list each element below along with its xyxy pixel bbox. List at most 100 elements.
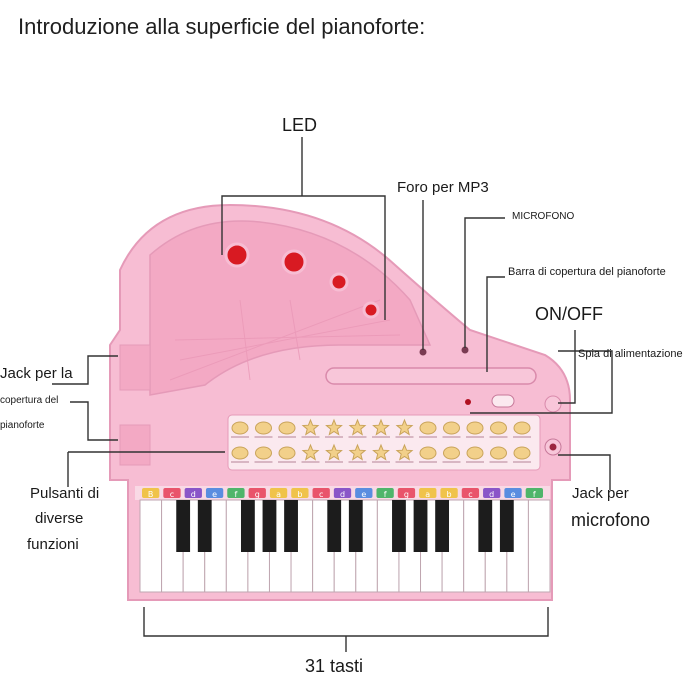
lid-recess	[149, 220, 432, 396]
function-button	[443, 446, 460, 460]
button-caption	[489, 461, 508, 463]
round-knob	[544, 395, 562, 413]
function-panel	[227, 414, 541, 471]
function-button	[490, 446, 507, 460]
note-tab	[227, 488, 245, 498]
note-letter: f	[384, 490, 387, 499]
note-letter: f	[533, 490, 536, 499]
black-key	[499, 500, 514, 552]
function-button	[513, 421, 531, 435]
callout-lines	[52, 137, 613, 652]
side-slot-lower	[119, 424, 151, 466]
button-caption	[301, 436, 320, 438]
black-key	[413, 500, 428, 552]
note-letter: g	[255, 490, 260, 499]
note-tab	[483, 488, 501, 498]
black-key	[327, 500, 342, 552]
note-tab	[163, 488, 181, 498]
button-caption	[419, 436, 437, 438]
button-caption	[395, 436, 414, 438]
function-button	[301, 418, 320, 436]
note-letter: d	[340, 490, 345, 499]
mp3-hole	[419, 348, 427, 356]
note-tab	[312, 488, 330, 498]
side-slot-upper	[119, 344, 151, 391]
label-buttons-line2: diverse	[35, 510, 84, 527]
button-caption	[442, 436, 461, 438]
note-tab	[525, 488, 543, 498]
piano-keys	[139, 499, 551, 593]
function-button	[325, 418, 343, 436]
black-key	[176, 500, 191, 552]
cover-bar	[325, 367, 537, 385]
black-key	[478, 500, 493, 552]
function-button	[466, 421, 484, 435]
label-power-indicator: Spia di alimentazione	[578, 348, 683, 360]
label-buttons-line3: funzioni	[27, 536, 79, 553]
button-caption	[395, 461, 414, 463]
function-button	[395, 418, 414, 436]
button-caption	[442, 461, 461, 463]
function-button	[419, 446, 437, 460]
white-key	[527, 499, 551, 593]
function-button	[325, 443, 343, 461]
label-mic-jack-line2: microfono	[571, 510, 651, 530]
black-key	[435, 500, 450, 552]
button-caption	[466, 436, 484, 438]
note-letter: d	[191, 490, 196, 499]
function-button	[255, 446, 272, 460]
button-caption	[254, 461, 273, 463]
page-title: Introduzione alla superficie del pianofo…	[18, 14, 426, 39]
button-caption	[231, 436, 249, 438]
label-jack-cover-line2: copertura del	[0, 395, 59, 406]
note-tab	[440, 488, 458, 498]
note-letter: c	[170, 490, 174, 499]
label-onoff: ON/OFF	[535, 304, 603, 324]
note-tab	[355, 488, 373, 498]
white-key	[139, 499, 163, 593]
note-letter: e	[361, 490, 366, 499]
note-tab	[291, 488, 309, 498]
label-led: LED	[282, 115, 318, 135]
function-button	[231, 421, 249, 435]
function-button	[466, 446, 484, 460]
button-caption	[466, 461, 484, 463]
note-letter: B	[148, 490, 154, 499]
function-button	[395, 443, 414, 461]
function-button	[443, 421, 460, 435]
function-button	[278, 421, 296, 435]
note-letter: e	[212, 490, 217, 499]
function-button	[513, 446, 531, 460]
button-caption	[231, 461, 249, 463]
note-tab	[333, 488, 352, 498]
function-button	[348, 443, 367, 461]
note-letter: e	[511, 490, 516, 499]
note-letter: a	[276, 490, 281, 499]
function-button	[255, 421, 272, 435]
button-caption	[254, 436, 273, 438]
note-letter: a	[425, 490, 430, 499]
note-tab	[419, 488, 437, 498]
note-letter: c	[468, 490, 472, 499]
note-letter: g	[404, 490, 409, 499]
black-key	[284, 500, 298, 552]
note-tab	[184, 488, 202, 498]
button-caption	[513, 436, 531, 438]
function-buttons	[231, 418, 531, 463]
function-button	[278, 446, 296, 460]
note-tab	[269, 488, 288, 498]
black-key	[197, 500, 212, 552]
button-caption	[372, 436, 390, 438]
label-buttons-line1: Pulsanti di	[30, 485, 100, 502]
button-caption	[419, 461, 437, 463]
button-caption	[513, 461, 531, 463]
function-button	[490, 421, 507, 435]
note-tab	[504, 488, 522, 498]
note-letter: f	[235, 490, 238, 499]
note-tab	[142, 488, 160, 498]
black-key	[392, 500, 406, 552]
note-letter: b	[297, 490, 302, 499]
black-key	[262, 500, 277, 552]
